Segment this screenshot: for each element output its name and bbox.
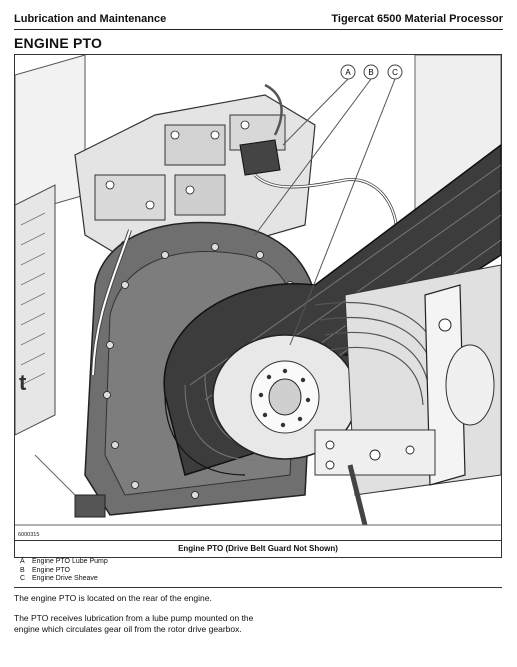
legend-item: A Engine PTO Lube Pump	[14, 558, 502, 567]
figure-caption: Engine PTO (Drive Belt Guard Not Shown)	[14, 541, 502, 558]
legend-text: Engine PTO Lube Pump	[32, 558, 108, 565]
header-divider	[14, 29, 503, 30]
callout-c: C	[387, 64, 403, 80]
legend-item: B Engine PTO	[14, 567, 502, 576]
legend-text: Engine Drive Sheave	[32, 575, 98, 583]
legend-text: Engine PTO	[32, 566, 71, 574]
header-manual-title: Tigercat 6500 Material Processor	[331, 13, 503, 25]
engine-pto-illustration: t A B C 6000315	[14, 54, 502, 541]
header-section-name: Lubrication and Maintenance	[14, 13, 167, 25]
legend-key: A	[20, 558, 25, 565]
legend-divider	[14, 587, 502, 588]
figure-id: 6000315	[18, 532, 40, 538]
svg-text:C: C	[392, 68, 398, 77]
svg-text:A: A	[345, 68, 351, 77]
callout-a: A	[340, 64, 356, 80]
legend-item: C Engine Drive Sheave	[14, 575, 502, 584]
engine-pto-drawing: t A B C	[15, 55, 501, 540]
figure-legend: A Engine PTO Lube Pump B Engine PTO C En…	[14, 558, 502, 584]
paragraph-location: The engine PTO is located on the rear of…	[14, 593, 212, 603]
callout-b: B	[363, 64, 379, 80]
paragraph-lubrication: The PTO receives lubrication from a lube…	[14, 613, 254, 634]
legend-key: B	[20, 566, 25, 574]
legend-key: C	[20, 575, 26, 583]
section-title: ENGINE PTO	[14, 35, 103, 51]
svg-text:t: t	[19, 370, 27, 395]
svg-text:B: B	[368, 68, 373, 77]
